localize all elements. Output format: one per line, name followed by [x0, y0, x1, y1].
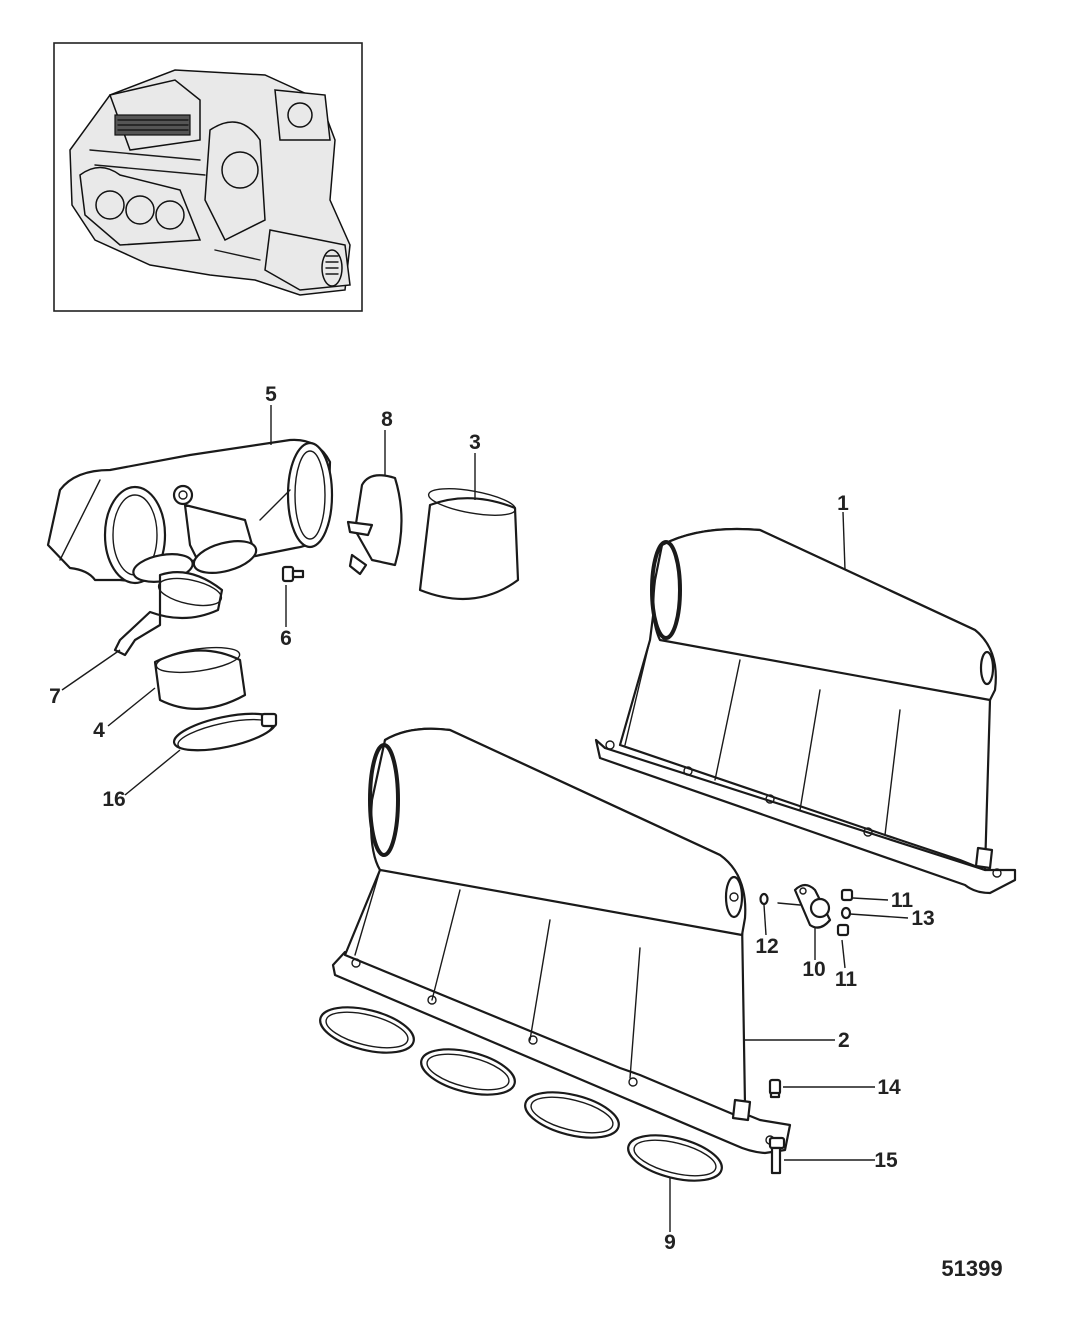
part-3-sleeve	[418, 488, 520, 600]
callout-13: 13	[911, 907, 934, 930]
callout-11a: 11	[891, 889, 914, 912]
part-2-manifold-front	[331, 727, 792, 1155]
leader-lines	[61, 405, 909, 1232]
callout-11b: 11	[835, 968, 858, 991]
part-1-manifold-rear	[594, 527, 1017, 895]
callout-16: 16	[102, 788, 125, 811]
part-10-cover-plate	[777, 883, 832, 929]
callout-5: 5	[265, 383, 277, 406]
part-5-y-adapter	[46, 438, 334, 585]
callout-3: 3	[469, 431, 481, 454]
callout-4: 4	[93, 719, 105, 742]
callout-labels: 1 2 3 4 5 6 7 8 9 10 11 11 12 13 14 15 1…	[49, 383, 935, 1254]
engine-overview-icon	[69, 69, 351, 296]
callout-15: 15	[874, 1149, 898, 1172]
callout-8: 8	[381, 408, 393, 431]
part-4-hose	[153, 646, 247, 710]
part-11-screws	[836, 888, 854, 937]
callout-10: 10	[802, 958, 825, 981]
part-15-bolt	[768, 1136, 786, 1175]
part-6-fitting	[281, 565, 305, 583]
part-8-clamp	[346, 474, 403, 576]
callout-6: 6	[280, 627, 292, 650]
callout-2: 2	[838, 1029, 850, 1052]
part-16-band-clamp	[172, 712, 278, 752]
callout-1: 1	[837, 492, 849, 515]
callout-9: 9	[664, 1231, 676, 1254]
part-7-clamp	[113, 571, 224, 657]
part-13-o-ring	[840, 906, 852, 920]
engine-inset	[53, 42, 363, 312]
figure-number: 51399	[941, 1256, 1002, 1281]
part-14-stud	[768, 1078, 782, 1099]
callout-7: 7	[49, 685, 61, 708]
callout-14: 14	[877, 1076, 901, 1099]
part-12-o-ring	[759, 892, 769, 906]
part-9-gaskets	[319, 1006, 723, 1182]
callout-12: 12	[755, 935, 778, 958]
